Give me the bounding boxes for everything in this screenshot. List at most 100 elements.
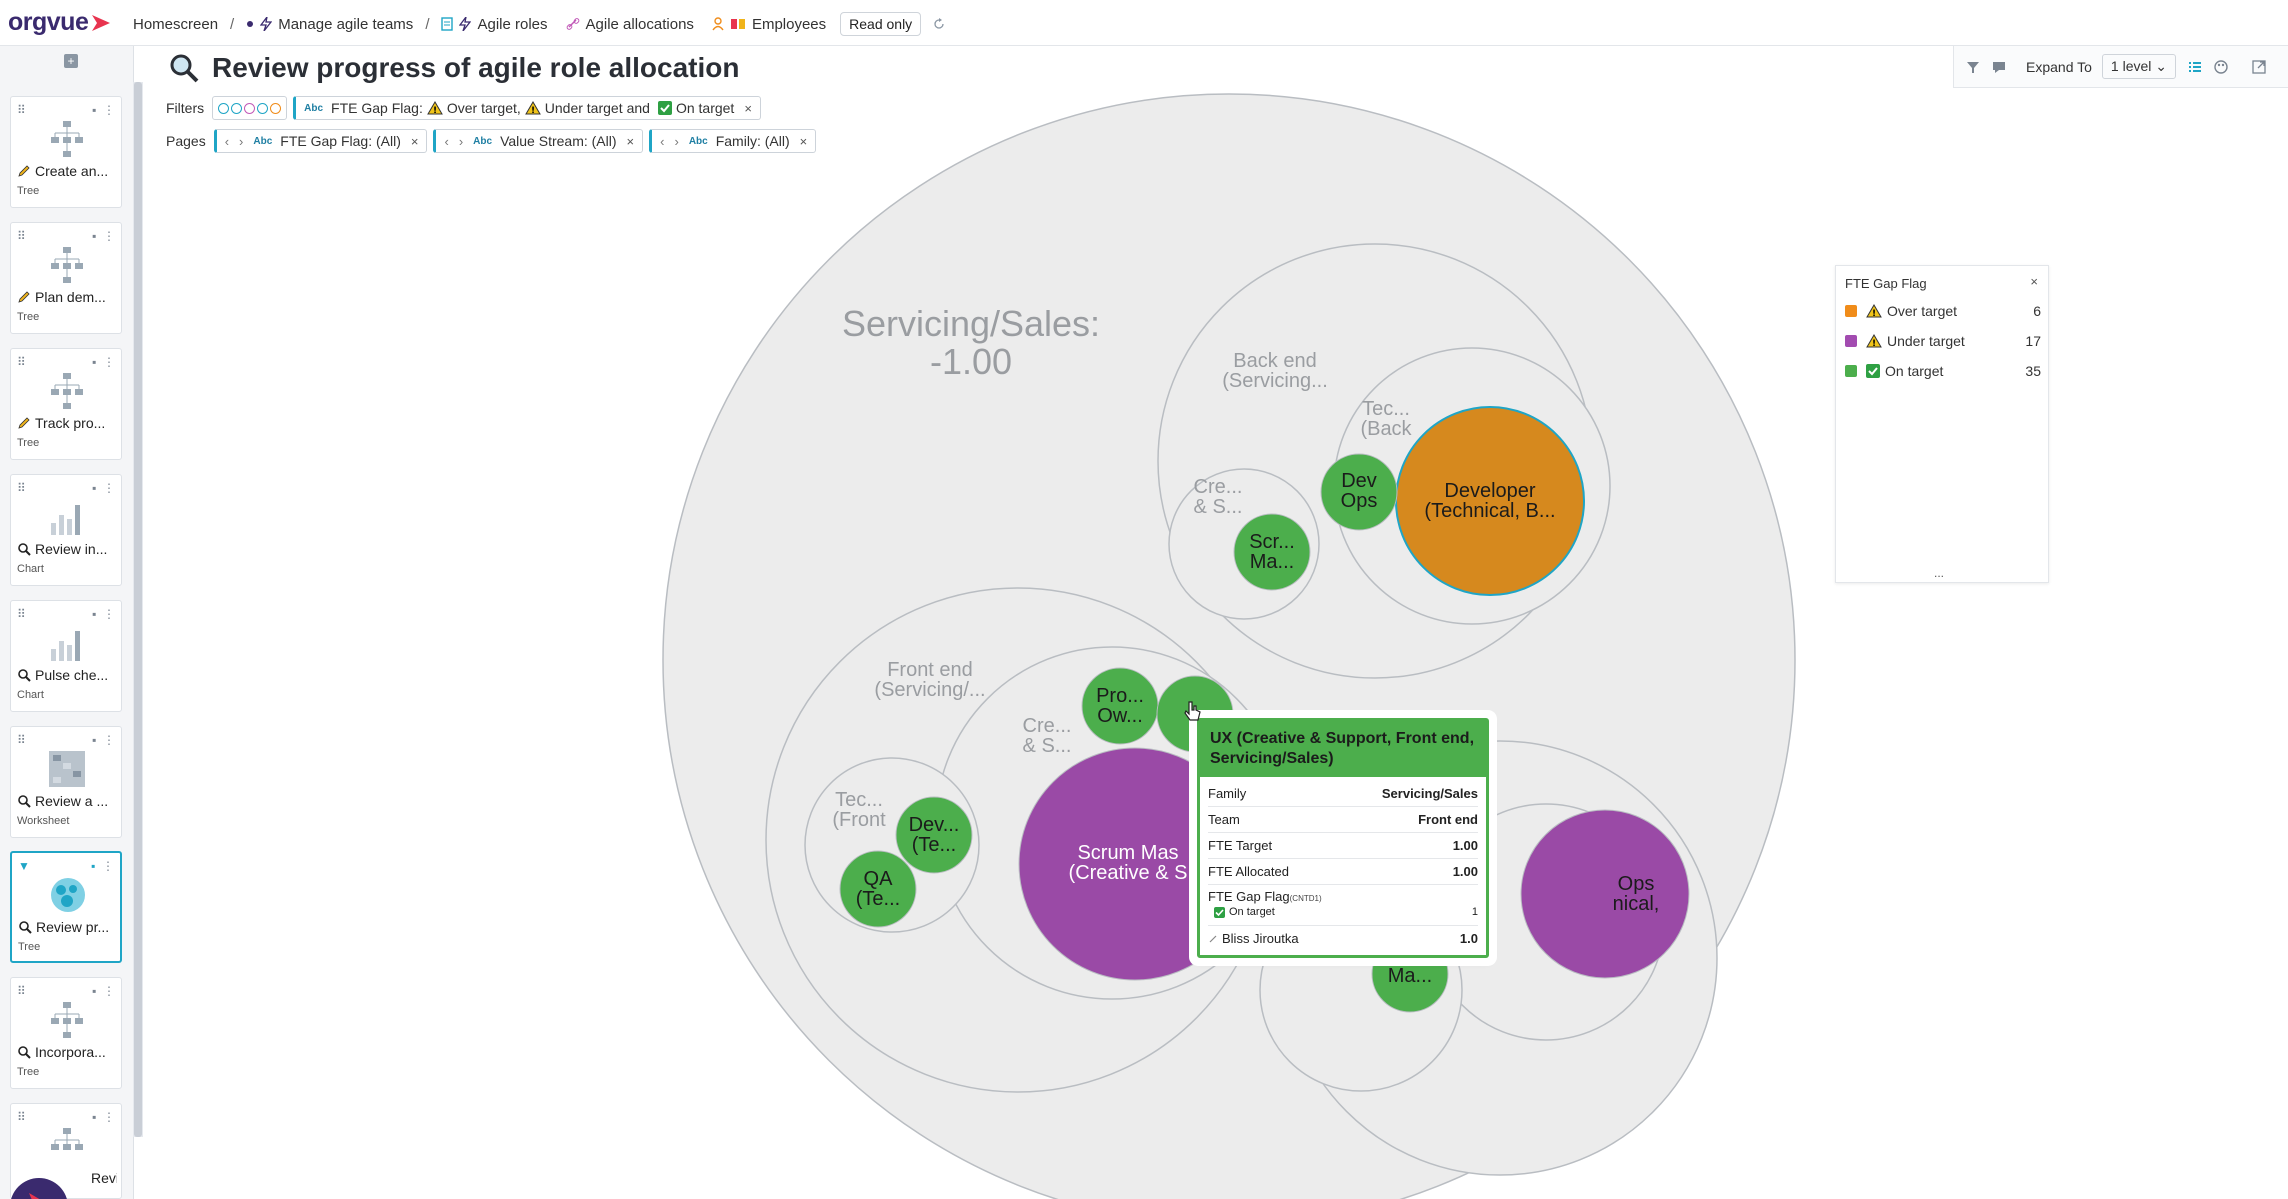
view-card[interactable]: ⠿ ▪ ⋮ Track pro... Tree bbox=[10, 348, 122, 460]
tab-agile-roles[interactable]: Agile roles bbox=[441, 16, 548, 33]
filter-toolbar-icon[interactable] bbox=[1966, 60, 1980, 74]
export-icon[interactable] bbox=[2252, 59, 2266, 74]
node-ops[interactable] bbox=[1520, 809, 1690, 979]
page-chip-value-stream[interactable]: ‹› Abc Value Stream: (All) × bbox=[433, 129, 644, 153]
remove-page-icon[interactable]: × bbox=[626, 133, 635, 149]
label-cre-front: Cre...& S... bbox=[1023, 715, 1072, 757]
comment-icon[interactable]: ▪ bbox=[92, 103, 97, 117]
comment-icon[interactable]: ▪ bbox=[92, 607, 97, 621]
tree-thumbnail-icon bbox=[51, 121, 83, 157]
expand-level-select[interactable]: 1 level ⌄ bbox=[2101, 54, 2176, 79]
list-view-icon[interactable] bbox=[2188, 60, 2202, 74]
page-chip-label: Family: (All) bbox=[715, 133, 790, 149]
orgvue-logo[interactable]: orgvue bbox=[8, 8, 112, 37]
legend-item[interactable]: ! Under target 17 bbox=[1845, 332, 2041, 350]
drag-handle-icon[interactable]: ⠿ bbox=[17, 1110, 26, 1124]
remove-page-icon[interactable]: × bbox=[799, 133, 808, 149]
view-card[interactable]: ⠿▪ ⋮ Create an... Tree bbox=[10, 96, 122, 208]
view-card-type: Tree bbox=[17, 437, 40, 449]
sidebar-scrollbar[interactable] bbox=[133, 82, 143, 1137]
scrollbar-thumb[interactable] bbox=[134, 82, 142, 1137]
more-options-icon[interactable]: ⋮ bbox=[103, 229, 115, 243]
next-page-icon[interactable]: › bbox=[674, 133, 679, 149]
view-card[interactable]: ⠿▪ ⋮ Plan dem... Tree bbox=[10, 222, 122, 334]
comment-icon[interactable]: ▪ bbox=[92, 355, 97, 369]
close-legend-icon[interactable]: × bbox=[2030, 274, 2038, 289]
tooltip-key: FTE Target bbox=[1208, 838, 1273, 853]
node-scr-ma[interactable] bbox=[1233, 513, 1311, 591]
drag-handle-icon[interactable]: ⠿ bbox=[17, 103, 26, 117]
view-card[interactable]: ⠿▪ ⋮ Review a ... Worksheet bbox=[10, 726, 122, 838]
comment-icon[interactable]: ▪ bbox=[92, 984, 97, 998]
view-card-title: Track pro... bbox=[35, 415, 106, 431]
assistant-launcher-button[interactable] bbox=[10, 1178, 68, 1199]
more-options-icon[interactable]: ⋮ bbox=[103, 984, 115, 998]
node-dev-ops[interactable] bbox=[1320, 453, 1398, 531]
refresh-icon[interactable] bbox=[933, 18, 945, 30]
drag-handle-icon[interactable]: ⠿ bbox=[17, 229, 26, 243]
label-scrum-master: Scrum Mas(Creative & S bbox=[1069, 842, 1188, 884]
label-ma-bottom: Ma... bbox=[1388, 965, 1432, 987]
root-label: Servicing/Sales:-1.00 bbox=[842, 303, 1100, 382]
view-card[interactable]: ⠿▪ ⋮ Incorpora... Tree bbox=[10, 977, 122, 1089]
legend-resize-handle[interactable]: ... bbox=[1934, 566, 1945, 580]
more-options-icon[interactable]: ⋮ bbox=[103, 1110, 115, 1124]
tab-employees[interactable]: Employees bbox=[712, 16, 826, 33]
filter-value-over: Over target, bbox=[446, 100, 521, 116]
node-qa-te[interactable] bbox=[839, 850, 917, 928]
filter-icon[interactable]: ▼ bbox=[18, 859, 30, 873]
prev-page-icon[interactable]: ‹ bbox=[224, 133, 230, 149]
comment-icon[interactable]: ▪ bbox=[91, 859, 96, 873]
legend-item[interactable]: ! Over target 6 bbox=[1845, 302, 2041, 320]
tab-agile-allocations[interactable]: Agile allocations bbox=[566, 16, 694, 33]
comment-icon[interactable]: ▪ bbox=[92, 1110, 97, 1124]
view-card-title: Incorpora... bbox=[35, 1044, 106, 1060]
dataset-filter-chip[interactable] bbox=[212, 96, 288, 120]
breadcrumb-project[interactable]: Manage agile teams bbox=[278, 15, 414, 33]
lightning-icon bbox=[260, 17, 273, 31]
tooltip-value: 1.00 bbox=[1452, 864, 1478, 879]
label-tec-back: Tec...(Back bbox=[1360, 398, 1412, 440]
add-view-button[interactable]: + bbox=[64, 54, 78, 68]
tooltip-key: Family bbox=[1208, 786, 1247, 801]
remove-page-icon[interactable]: × bbox=[410, 133, 419, 149]
filter-chip-fte-gap[interactable]: Abc FTE Gap Flag: ! Over target, ! Under… bbox=[293, 96, 761, 120]
svg-text:!: ! bbox=[1872, 339, 1876, 348]
link-icon bbox=[566, 17, 580, 31]
tree-thumbnail-icon bbox=[51, 1002, 83, 1038]
view-card-type: Tree bbox=[17, 311, 40, 323]
view-card-active[interactable]: ▼▪ ⋮ Review pr... Tree bbox=[10, 851, 122, 963]
node-dev-te[interactable] bbox=[895, 796, 973, 874]
drag-handle-icon[interactable]: ⠿ bbox=[17, 607, 26, 621]
remove-filter-icon[interactable]: × bbox=[744, 100, 752, 116]
breadcrumb-home[interactable]: Homescreen bbox=[133, 15, 219, 33]
comment-icon[interactable]: ▪ bbox=[92, 481, 97, 495]
page-chip-fte-gap[interactable]: ‹› Abc FTE Gap Flag: (All) × bbox=[213, 129, 428, 153]
comment-icon[interactable]: ▪ bbox=[92, 229, 97, 243]
drag-handle-icon[interactable]: ⠿ bbox=[17, 733, 26, 747]
prev-page-icon[interactable]: ‹ bbox=[660, 133, 665, 149]
next-page-icon[interactable]: › bbox=[239, 133, 244, 149]
expand-to-label: Expand To bbox=[2026, 58, 2092, 75]
more-options-icon[interactable]: ⋮ bbox=[103, 733, 115, 747]
more-options-icon[interactable]: ⋮ bbox=[103, 481, 115, 495]
text-type-icon: Abc bbox=[473, 135, 493, 147]
drag-handle-icon[interactable]: ⠿ bbox=[17, 355, 26, 369]
page-chip-family[interactable]: ‹› Abc Family: (All) × bbox=[649, 129, 817, 153]
more-options-icon[interactable]: ⋮ bbox=[103, 607, 115, 621]
magnifier-icon bbox=[17, 1045, 31, 1059]
more-options-icon[interactable]: ⋮ bbox=[103, 103, 115, 117]
palette-icon[interactable] bbox=[2214, 59, 2228, 74]
legend-item[interactable]: On target 35 bbox=[1845, 362, 2041, 380]
comment-icon[interactable]: ▪ bbox=[92, 733, 97, 747]
next-page-icon[interactable]: › bbox=[458, 133, 464, 149]
more-options-icon[interactable]: ⋮ bbox=[102, 859, 114, 873]
more-options-icon[interactable]: ⋮ bbox=[103, 355, 115, 369]
prev-page-icon[interactable]: ‹ bbox=[444, 133, 449, 149]
comments-toolbar-icon[interactable] bbox=[1992, 60, 2006, 74]
drag-handle-icon[interactable]: ⠿ bbox=[17, 481, 26, 495]
view-card[interactable]: ⠿▪ ⋮ Review in... Chart bbox=[10, 474, 122, 586]
view-card[interactable]: ⠿▪ ⋮ Pulse che... Chart bbox=[10, 600, 122, 712]
drag-handle-icon[interactable]: ⠿ bbox=[17, 984, 26, 998]
